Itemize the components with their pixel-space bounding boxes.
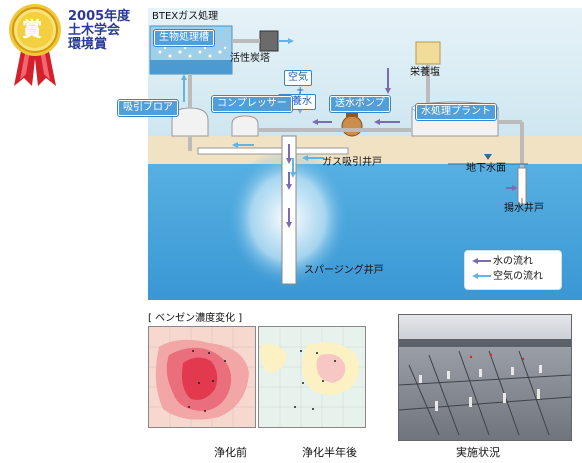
site-caption: 実施状況 [456, 446, 500, 459]
flow-legend: 水の流れ 空気の流れ [464, 250, 562, 290]
award-year: 2005年度 [68, 9, 131, 24]
site-photo [398, 314, 572, 441]
water-pump-label: 送水ポンプ [330, 96, 390, 112]
water-flow-arrow-icon [472, 258, 491, 264]
award-society: 土木学会 [68, 23, 121, 38]
nutrient-salt-box [415, 41, 441, 65]
legend-water-flow-label: 水の流れ [493, 256, 533, 267]
benzene-map-after [258, 326, 366, 428]
benzene-title: [ ベンゼン濃度変化 ] [148, 313, 243, 324]
award-text: 2005年度 土木学会 環境賞 [68, 10, 130, 52]
activated-carbon-label: 活性炭塔 [230, 53, 270, 64]
water-plant-label: 水処理プラント [416, 104, 496, 120]
benzene-map-before [148, 326, 256, 428]
nutrient-salt-label: 栄養塩 [410, 67, 440, 78]
legend-air-flow: 空気の流れ [471, 270, 543, 284]
plus-label: + [296, 85, 305, 96]
legend-air-flow-label: 空気の流れ [493, 271, 543, 282]
water-pump-unit [341, 115, 363, 137]
btex-title: BTEXガス処理 [152, 11, 219, 22]
before-caption: 浄化前 [214, 446, 247, 459]
award-medal-icon [9, 4, 61, 86]
bio-tank-label: 生物処理槽 [154, 30, 214, 46]
award-badge-char: 賞 [22, 17, 42, 41]
bio-tank-base [150, 60, 232, 74]
pump-well-label: 揚水井戸 [504, 203, 544, 214]
suction-blower-label: 吸引ブロア [118, 100, 178, 116]
compressor-label: コンプレッサー [212, 96, 292, 112]
air-label: 空気 [284, 70, 312, 86]
air-flow-arrow-icon [472, 273, 491, 279]
sparging-well-label: スパージング井戸 [304, 265, 384, 276]
remediation-diagram: BTEXガス処理 生物処理槽 活性炭塔 栄養塩 空気 + 栄養水 吸引ブロア コ… [118, 8, 582, 300]
after-caption: 浄化半年後 [302, 446, 357, 459]
groundwater-label: 地下水面 [466, 163, 506, 174]
award-name: 環境賞 [68, 37, 108, 52]
compressor-unit [231, 115, 259, 137]
gas-well-label: ガス吸引井戸 [322, 157, 382, 168]
legend-water-flow: 水の流れ [471, 255, 533, 269]
activated-carbon-tower [259, 30, 279, 52]
